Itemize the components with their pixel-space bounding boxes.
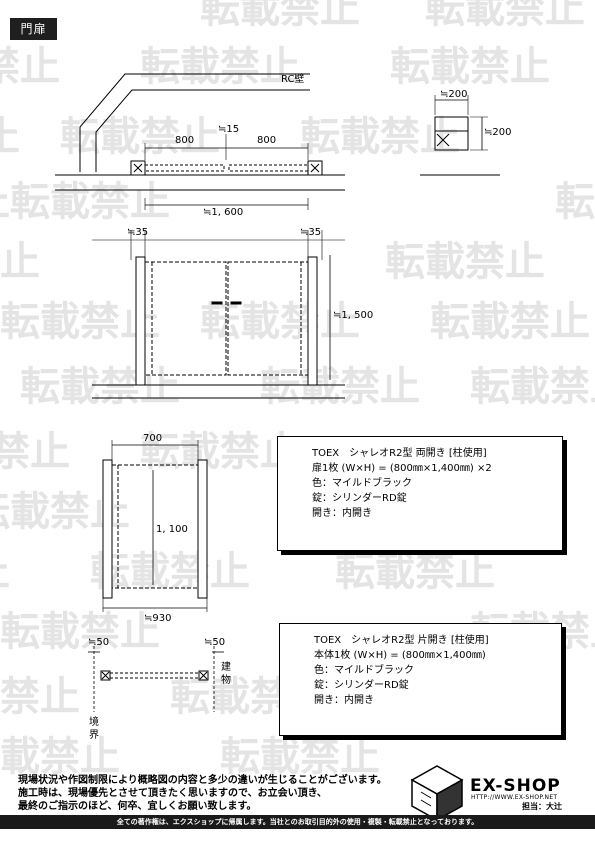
watermark-text: 転載禁止 [20,364,180,410]
building-label: 物 [221,673,231,686]
spec-box-single: TOEX シャレオR2型 片開き [柱使用] 本体1枚 (W×H) = (800… [279,623,562,736]
boundary-label: 界 [89,729,99,741]
copyright-footer: 全ての著作権は、エクスショップに帰属します。当社とのお取引目的外の使用・複製・転… [0,815,595,829]
front-post-right [307,256,318,386]
watermark-text: 転載禁止 [200,299,360,345]
watermark-text: 転載禁止 [0,299,160,345]
front-leaf-left [144,261,227,376]
watermark-text: 転載禁止 [260,364,420,410]
watermark-text: 転載禁止 [430,299,590,345]
dim-left-leaf: 800 [175,135,194,146]
spec-line: 開き：内開き [312,508,372,519]
front-height-dim: ≒1, 500 [333,310,373,321]
watermark-text: 転載禁止 [470,364,595,410]
handle-left [211,301,223,305]
side-post-right [197,459,208,599]
single-left-gap: ≒50 [88,637,109,648]
front-post-left-dim: ≒35 [127,227,148,238]
dim-right-leaf: 800 [257,135,276,146]
brand-logo: EX-SHOP [470,776,561,796]
watermark-text: 転載禁止 [0,239,40,285]
watermark-text: 転載禁止 [0,674,80,720]
spec-line: 本体1枚 (W×H) = (800㎜×1,400㎜) [314,650,486,661]
plan-leaf-left [144,164,225,172]
side-post-left [102,459,113,599]
brand-url: HTTP://WWW.EX-SHOP.NET [471,794,558,801]
watermark-text: 転載禁止 [90,549,250,595]
section-tag: 門扉 [10,18,57,40]
watermark-text: 転載禁止 [140,44,300,90]
watermark-text: 転載禁止 [10,179,170,225]
spec-line: TOEX シャレオR2型 両開き [柱使用] [312,448,487,459]
single-right-gap: ≒50 [204,637,225,648]
spec-box-double: TOEX シャレオR2型 両開き [柱使用] 扉1枚 (W×H) = (800㎜… [277,436,563,551]
watermark-text: 転載禁止 [60,114,220,160]
dim-gap: ≒15 [218,124,239,135]
post-square [434,116,469,151]
post-depth: ≒200 [484,127,511,138]
side-bottom-dim: ≒930 [144,613,171,624]
handle-right [230,301,242,305]
watermark-text: 転載禁止 [0,44,60,90]
rc-wall [79,73,310,172]
side-top-dim: 700 [143,433,162,444]
watermark-text: 転載禁止 [200,0,360,32]
notice-text: 現場状況や作図制限により概略図の内容と多少の違いが生じることがございます。 施工… [18,774,387,813]
watermark-text: 転載禁止 [390,44,550,90]
post-width: ≒200 [440,89,467,100]
front-post-left [135,256,146,386]
watermark-text: 転載禁止 [385,239,545,285]
watermark-text: 転載禁止 [0,429,70,475]
watermark-text: 転載禁止 [0,734,120,780]
watermark-text: 転載禁止 [220,734,380,780]
ex-shop-cube-icon [410,765,464,822]
side-leaf [111,464,199,589]
front-post-right-dim: ≒35 [300,227,321,238]
watermark-text: 転載禁止 [335,549,495,595]
watermark-text: 転載禁止 [555,179,595,225]
notice-line: 現場状況や作図制限により概略図の内容と多少の違いが生じることがございます。 [18,775,387,786]
plan-view [55,73,345,210]
spec-line: TOEX シャレオR2型 片開き [柱使用] [314,635,489,646]
watermark-text: 転載禁止 [425,0,585,32]
wall-label: RC壁 [281,72,304,85]
single-leaf [109,672,200,679]
spec-line: 錠：シリンダーRD錠 [314,680,409,691]
notice-line: 施工時は、現場優先とさせて頂きたく思いますので、お立会い頂き、 [18,788,327,799]
spec-line: 色：マイルドブラック [312,478,412,489]
front-elevation [92,230,345,399]
watermark-text: 転載禁止 [0,549,10,595]
single-plan-view [88,646,224,712]
spec-line: 扉1枚 (W×H) = (800㎜×1,400㎜) ×2 [312,463,492,474]
side-height-dim: 1, 100 [156,524,188,535]
post-section [420,95,500,176]
watermark-text: 転載禁止 [300,114,460,160]
side-elevation [102,440,208,612]
spec-line: 開き：内開き [314,695,374,706]
building-label: 建 [221,660,231,673]
spec-line: 色：マイルドブラック [314,665,414,676]
notice-line: 最終のご指示のほど、何卒、宜しくお願い致します。 [18,801,257,812]
watermark-text: 転載禁止 [0,114,20,160]
watermark-text: 転載禁止 [0,609,160,655]
spec-line: 錠：シリンダーRD錠 [312,493,407,504]
front-leaf-right [227,261,309,376]
watermark-text: 転載禁止 [0,179,10,225]
boundary-label: 境 [89,715,99,728]
plan-leaf-right [228,164,309,172]
dim-total: ≒1, 600 [203,207,243,218]
watermark-text: 転載禁止 [140,429,300,475]
person-in-charge: 担当：大辻 [522,802,562,811]
